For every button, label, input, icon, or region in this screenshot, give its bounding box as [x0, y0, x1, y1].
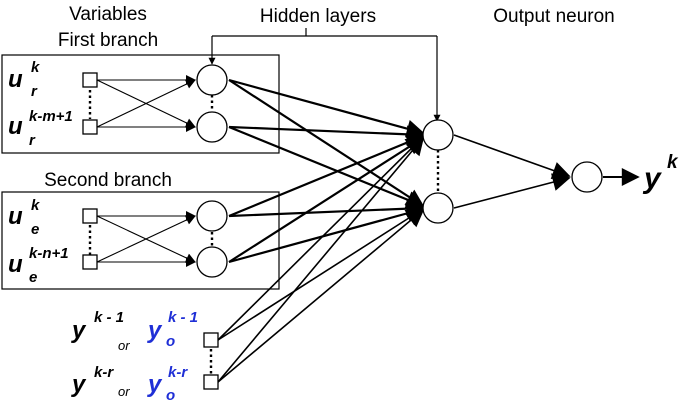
second-branch-box: [1, 191, 280, 290]
input-nodes: [82, 72, 219, 390]
or-label-2: or: [118, 384, 130, 399]
input-node-u-e-k: [82, 208, 98, 224]
hidden2-neuron-2: [422, 192, 454, 224]
label-u-r-km-base: u: [8, 113, 23, 140]
hidden1-neuron-2: [196, 111, 228, 143]
feedback-links: [217, 135, 425, 383]
label-u-e-kn-sup: k-n+1: [29, 245, 69, 262]
output-neuron-heading: Output neuron: [493, 6, 614, 27]
variables-heading: Variables: [69, 4, 147, 25]
label-output-y-sup: k: [667, 152, 679, 173]
or-label-1: or: [118, 338, 130, 353]
label-y-k1-base: y: [71, 317, 87, 344]
input-node-y-kr: [203, 374, 219, 390]
label-u-e-kn-base: u: [8, 251, 23, 278]
first-branch-input-links: [96, 75, 196, 132]
hidden-layers-bracket: [208, 28, 441, 122]
input-node-u-r-k: [82, 72, 98, 88]
input-node-y-k1: [203, 332, 219, 348]
second-branch-heading: Second branch: [44, 170, 172, 191]
label-yo-kr-sup: k-r: [168, 364, 188, 381]
input-node-u-e-kn: [82, 254, 98, 270]
label-u-e-kn-sub: e: [29, 269, 37, 286]
label-yo-k1-base: y: [147, 317, 163, 344]
label-yo-k1-sup: k - 1: [168, 309, 198, 326]
label-u-e-k-sup: k: [31, 197, 40, 214]
hidden2-neuron-1: [422, 119, 454, 151]
input-node-u-r-km: [82, 119, 98, 135]
label-yo-kr-base: y: [147, 371, 163, 398]
hidden-layers-heading: Hidden layers: [260, 6, 376, 27]
dotted-connectors: [88, 90, 440, 374]
label-u-r-k-base: u: [8, 66, 23, 93]
first-branch-heading: First branch: [58, 30, 158, 51]
label-y-kr-sup: k-r: [94, 364, 114, 381]
output-neuron: [571, 161, 603, 193]
label-u-r-km-sup: k-m+1: [29, 108, 73, 125]
label-y-k1-sup: k - 1: [94, 309, 124, 326]
label-u-r-k-sub: r: [31, 83, 38, 100]
label-yo-k1-sub: o: [166, 333, 175, 350]
second-branch-input-links: [96, 211, 196, 267]
hidden-to-hidden-links: [228, 78, 425, 264]
hidden1-neuron-4: [196, 246, 228, 278]
label-u-r-km-sub: r: [29, 132, 36, 149]
label-u-e-k-sub: e: [31, 221, 39, 238]
hidden1-neuron-1: [196, 64, 228, 96]
hidden-to-output-links: [453, 134, 571, 209]
label-yo-kr-sub: o: [166, 387, 175, 403]
first-branch-box: [1, 54, 280, 154]
hidden1-neuron-3: [196, 200, 228, 232]
neurons: [196, 64, 603, 278]
label-u-r-k-sup: k: [31, 59, 40, 76]
label-y-kr-base: y: [71, 371, 87, 398]
label-output-y-base: y: [642, 162, 662, 195]
label-u-e-k-base: u: [8, 203, 23, 230]
